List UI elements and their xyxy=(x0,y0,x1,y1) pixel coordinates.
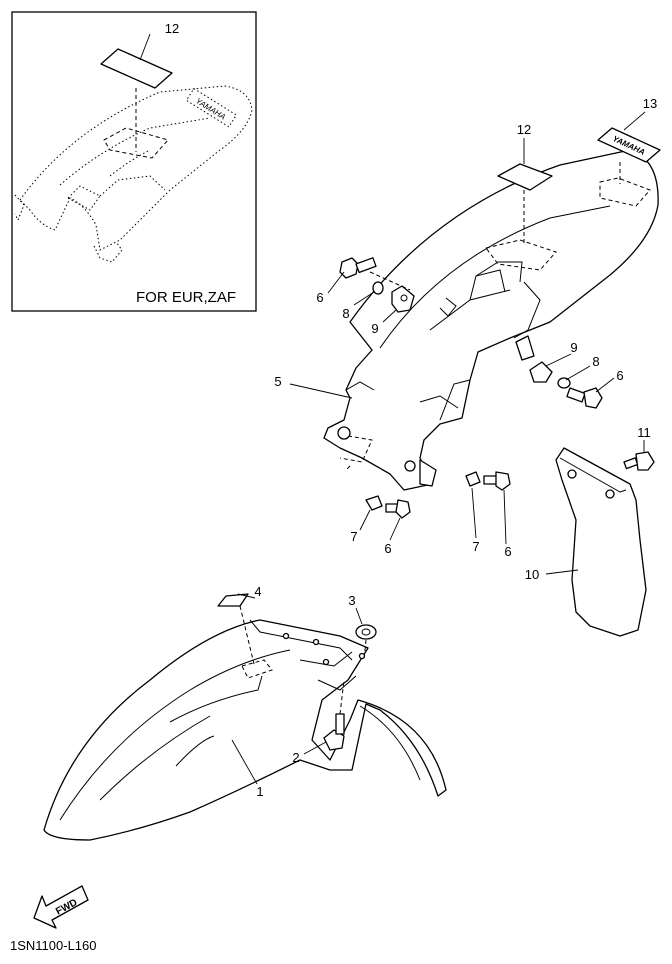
leader-lines xyxy=(231,271,645,785)
callout-12-rear: 12 xyxy=(517,122,531,137)
callout-8-upper-left: 8 xyxy=(342,306,349,321)
collar-7-right xyxy=(465,471,481,487)
washer-8-right xyxy=(557,377,571,389)
callout-7-right: 7 xyxy=(472,539,479,554)
bolt-6-right xyxy=(566,387,603,409)
callout-6-bottom-left: 6 xyxy=(384,541,391,556)
callout-1: 1 xyxy=(256,784,263,799)
callout-4: 4 xyxy=(254,584,261,599)
callout-10: 10 xyxy=(525,567,539,582)
bolt-2 xyxy=(323,713,345,751)
inset-panel: YAMAHA 12 FOR EUR,ZAF xyxy=(11,11,257,312)
collar-7-left xyxy=(365,495,383,511)
callout-2: 2 xyxy=(292,750,299,765)
callout-6-upper-left: 6 xyxy=(316,290,323,305)
front-fender-part-1 xyxy=(43,619,447,841)
decal-4-front xyxy=(217,593,249,607)
callout-6-bottom-right: 6 xyxy=(504,544,511,559)
decal-12-rear xyxy=(497,163,553,191)
nut-9-right xyxy=(529,361,553,383)
bolt-6-upper-left xyxy=(339,257,377,279)
callout-9-upper-left: 9 xyxy=(371,321,378,336)
drawing-code: 1SN1100-L160 xyxy=(10,938,97,953)
callout-11: 11 xyxy=(637,425,651,440)
bolt-6-bottom-right xyxy=(483,471,511,491)
callout-7-left: 7 xyxy=(350,529,357,544)
fwd-arrow-icon: FWD xyxy=(33,885,89,929)
callout-9-right: 9 xyxy=(570,340,577,355)
inset-caption: FOR EUR,ZAF xyxy=(136,289,236,306)
nut-9-upper-left xyxy=(391,285,415,313)
bolt-6-bottom-left xyxy=(385,499,411,519)
washer-8-upper-left xyxy=(372,281,384,295)
rear-fender-part-5 xyxy=(323,149,659,491)
callout-8-right: 8 xyxy=(592,354,599,369)
callout-6-right: 6 xyxy=(616,368,623,383)
callout-5: 5 xyxy=(274,374,281,389)
bolt-11 xyxy=(623,451,655,471)
mud-flap-part-10 xyxy=(555,447,647,637)
nut-3 xyxy=(355,624,377,640)
inset-rear-fender-outline xyxy=(19,85,253,251)
callout-13: 13 xyxy=(643,96,657,111)
inset-decal-12 xyxy=(100,48,173,89)
callout-3: 3 xyxy=(348,593,355,608)
callout-12-inset: 12 xyxy=(165,21,179,36)
